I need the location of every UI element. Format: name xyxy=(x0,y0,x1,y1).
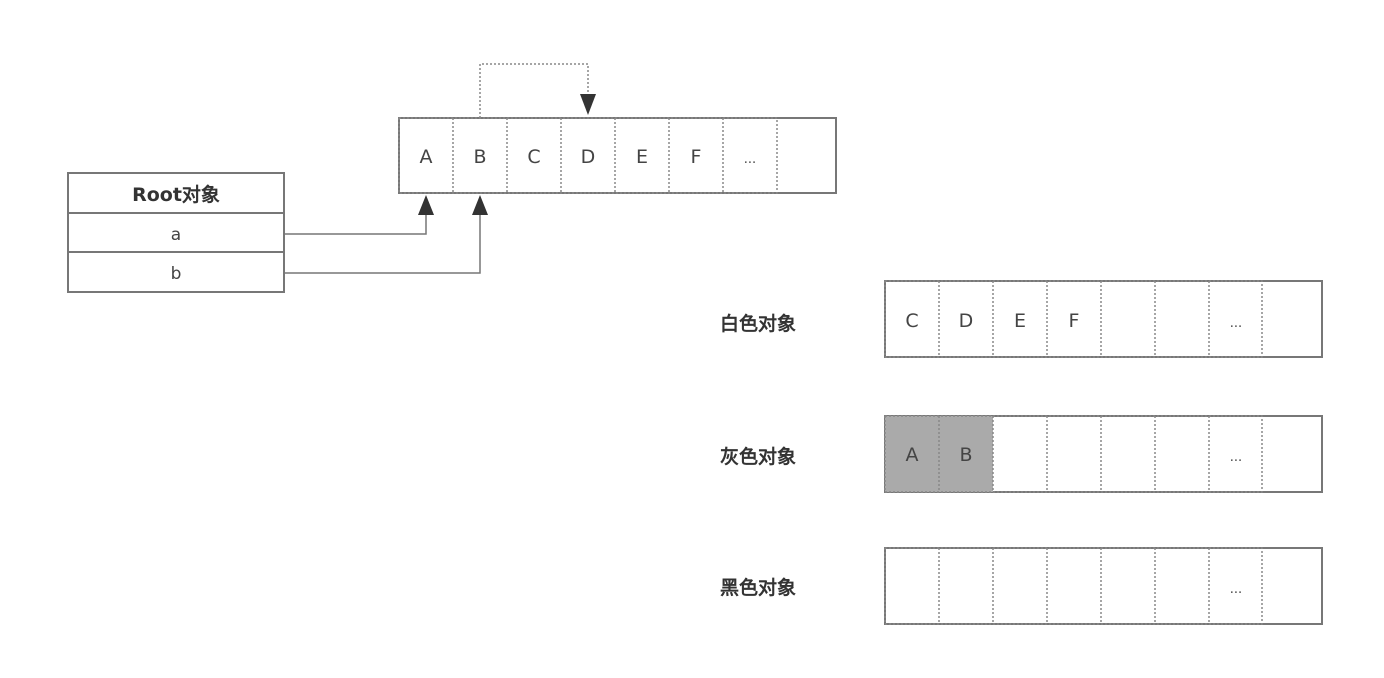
black-objects-array: ... xyxy=(884,547,1323,625)
root-object-box: Root对象 a b xyxy=(67,172,285,293)
gray-cell-b: B xyxy=(959,444,972,466)
gray-cell-ellipsis: ... xyxy=(1230,450,1242,465)
heap-cell-e: E xyxy=(636,146,648,168)
gray-objects-label: 灰色对象 xyxy=(720,445,796,468)
root-field-a: a xyxy=(171,225,181,245)
white-cell-c: C xyxy=(905,310,918,332)
heap-cell-c: C xyxy=(527,146,540,168)
heap-cell-f: F xyxy=(691,146,702,168)
white-cell-f: F xyxy=(1069,310,1080,332)
root-a-arrowhead xyxy=(418,195,434,215)
white-cell-ellipsis: ... xyxy=(1230,316,1242,331)
gray-objects-array: A B ... xyxy=(884,415,1323,493)
root-b-to-heap-b xyxy=(284,210,481,274)
root-b-arrowhead xyxy=(472,195,488,215)
white-cell-d: D xyxy=(959,310,974,332)
heap-array: A B C D E F ... xyxy=(398,117,837,194)
white-objects-array: C D E F ... xyxy=(884,280,1323,358)
root-object-title: Root对象 xyxy=(132,183,220,206)
heap-cell-d: D xyxy=(581,146,596,168)
gray-cell-a: A xyxy=(906,444,919,466)
reference-b-to-d xyxy=(479,63,589,118)
heap-cell-a: A xyxy=(420,146,433,168)
black-objects-label: 黑色对象 xyxy=(720,576,796,599)
white-cell-e: E xyxy=(1014,310,1026,332)
heap-cell-b: B xyxy=(473,146,486,168)
heap-cell-ellipsis: ... xyxy=(744,152,756,167)
black-cell-ellipsis: ... xyxy=(1230,582,1242,597)
reference-b-to-d-arrowhead xyxy=(580,94,596,115)
root-field-b: b xyxy=(171,264,182,284)
white-objects-label: 白色对象 xyxy=(720,312,796,335)
root-a-to-heap-a xyxy=(284,210,427,235)
